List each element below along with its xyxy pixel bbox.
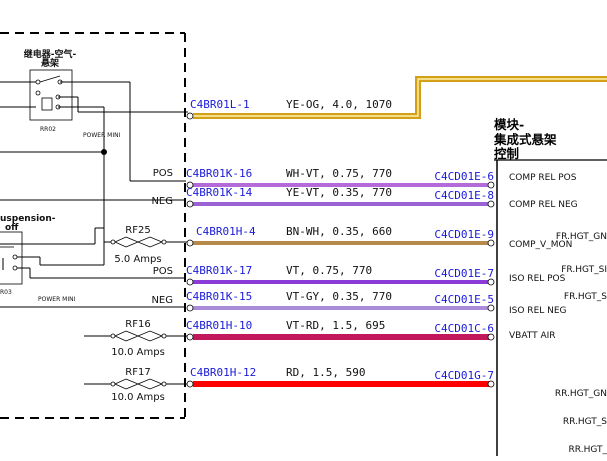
wire-7-spec: VT-RD, 1.5, 695: [286, 319, 385, 332]
wire-6-start-terminal: [186, 304, 194, 312]
svg-text:10.0 Amps: 10.0 Amps: [111, 347, 165, 358]
neg-label-2: NEG: [151, 295, 173, 306]
power-mini-label-1: POWER MINI: [83, 132, 121, 139]
fuse-rf17[interactable]: RF17 10.0 Amps: [110, 367, 167, 403]
wire-5-start-terminal: [186, 278, 194, 286]
wire-3-end-terminal: [487, 200, 495, 208]
wire-5-spec: VT, 0.75, 770: [286, 264, 372, 277]
wire-6-from: C4BR01K-15: [186, 290, 252, 303]
wire-4-to: C4CD01E-9: [434, 228, 494, 241]
wire-6-spec: VT-GY, 0.35, 770: [286, 290, 392, 303]
module-pin-1: COMP REL NEG: [509, 200, 578, 210]
relay-top-outline: [29, 69, 73, 121]
wire-1-core: [193, 78, 607, 117]
pos-label-1: POS: [153, 168, 173, 179]
fuse-rf25[interactable]: RF25 5.0 Amps: [110, 225, 167, 265]
relay-bottom-title-2: off: [5, 223, 19, 233]
module-right-pin-5: RR.HGT_: [569, 445, 607, 455]
svg-text:RF25: RF25: [125, 225, 150, 236]
wire-5[interactable]: C4CD01E-7 C4BR01K-17 VT, 0.75, 770: [186, 264, 495, 286]
wire-1-stripe: [193, 76, 607, 119]
neg-label-1: NEG: [151, 196, 173, 207]
wire-8-to: C4CD01G-7: [434, 369, 494, 382]
wire-3-from: C4BR01K-14: [186, 186, 253, 199]
relay-top-coil: [41, 97, 53, 111]
relay-top-title-1: 继电器-空气-: [24, 48, 77, 60]
wire-7-to: C4CD01C-6: [434, 322, 494, 335]
wire-1-from: C4BR01L-1: [190, 98, 250, 111]
wire-7[interactable]: C4CD01C-6 C4BR01H-10 VT-RD, 1.5, 695: [186, 319, 495, 341]
relay-bottom[interactable]: uspension- off R03: [0, 214, 56, 296]
wire-5-to: C4CD01E-7: [434, 267, 494, 280]
wire-2-spec: WH-VT, 0.75, 770: [286, 167, 392, 180]
wire-1-start-terminal: [186, 112, 194, 120]
module-title-1: 模块-: [494, 117, 524, 132]
module-pin-4: ISO REL NEG: [509, 306, 567, 316]
module-right-pin-0: FR.HGT_GN: [556, 232, 607, 242]
wire-4-start-terminal: [186, 239, 194, 247]
junction-box-border: [0, 32, 186, 419]
module-pin-0: COMP REL POS: [509, 173, 577, 183]
wire-5-end-terminal: [487, 278, 495, 286]
wire-6[interactable]: C4CD01E-5 C4BR01K-15 VT-GY, 0.35, 770: [186, 290, 495, 312]
wire-8-end-terminal: [487, 380, 495, 388]
wire-5-from: C4BR01K-17: [186, 264, 252, 277]
wire-3-to: C4CD01E-8: [434, 189, 494, 202]
module-pin-2: COMP_V_MON: [509, 240, 572, 250]
relay-bottom-id: R03: [0, 289, 12, 296]
wire-3-spec: YE-VT, 0.35, 770: [286, 186, 392, 199]
relay-top[interactable]: 继电器-空气- 悬架 RR02: [0, 48, 76, 133]
wire-7-start-terminal: [186, 333, 194, 341]
module-pin-5: VBATT AIR: [509, 331, 556, 341]
svg-text:5.0 Amps: 5.0 Amps: [114, 254, 161, 265]
svg-text:RF17: RF17: [125, 367, 150, 378]
wire-8-from: C4BR01H-12: [190, 366, 256, 379]
wire-4-spec: BN-WH, 0.35, 660: [286, 225, 392, 238]
internal-wiring: [0, 81, 188, 385]
wire-7-end-terminal: [487, 333, 495, 341]
wire-2-to: C4CD01E-6: [434, 170, 494, 183]
wire-7-from: C4BR01H-10: [186, 319, 252, 332]
wire-4[interactable]: C4CD01E-9 C4BR01H-4 BN-WH, 0.35, 660: [186, 225, 495, 247]
power-mini-label-2: POWER MINI: [38, 296, 76, 303]
wire-2-start-terminal: [186, 181, 194, 189]
fuse-rf16[interactable]: RF16 10.0 Amps: [110, 319, 167, 358]
svg-text:10.0 Amps: 10.0 Amps: [111, 392, 165, 403]
wire-4-from: C4BR01H-4: [196, 225, 256, 238]
module-right-pin-2: FR.HGT_S: [564, 292, 607, 302]
wire-2-end-terminal: [487, 181, 495, 189]
relay-bottom-title-1: uspension-: [0, 214, 56, 224]
wire-3-start-terminal: [186, 200, 194, 208]
wire-4-end-terminal: [487, 239, 495, 247]
module-title-3: 控制: [494, 146, 519, 161]
wire-8-start-terminal: [186, 380, 194, 388]
module-right-pin-1: FR.HGT_SI: [561, 265, 607, 275]
module-right-pin-3: RR.HGT_GN: [555, 389, 607, 399]
wire-1-spec: YE-OG, 4.0, 1070: [286, 98, 392, 111]
module-pin-3: ISO REL POS: [509, 274, 566, 284]
relay-top-id: RR02: [40, 126, 56, 133]
wire-8[interactable]: C4CD01G-7 C4BR01H-12 RD, 1.5, 590: [186, 366, 495, 388]
junction-dot: [101, 149, 107, 155]
module-title-2: 集成式悬架: [493, 132, 557, 147]
module-right-pin-4: RR.HGT_S: [563, 417, 607, 427]
wire-2[interactable]: C4CD01E-6 C4BR01K-16 WH-VT, 0.75, 770: [186, 167, 495, 189]
wire-1[interactable]: C4BR01L-1 YE-OG, 4.0, 1070: [186, 76, 607, 120]
pos-label-2: POS: [153, 266, 173, 277]
suspension-module[interactable]: 模块- 集成式悬架 控制 COMP REL POS COMP REL NEG C…: [493, 117, 607, 456]
relay-top-title-2: 悬架: [40, 57, 59, 69]
wire-2-from: C4BR01K-16: [186, 167, 252, 180]
wire-6-to: C4CD01E-5: [434, 293, 494, 306]
wire-8-spec: RD, 1.5, 590: [286, 366, 365, 379]
wire-6-end-terminal: [487, 304, 495, 312]
svg-text:RF16: RF16: [125, 319, 150, 330]
wire-3[interactable]: C4CD01E-8 C4BR01K-14 YE-VT, 0.35, 770: [186, 186, 495, 208]
